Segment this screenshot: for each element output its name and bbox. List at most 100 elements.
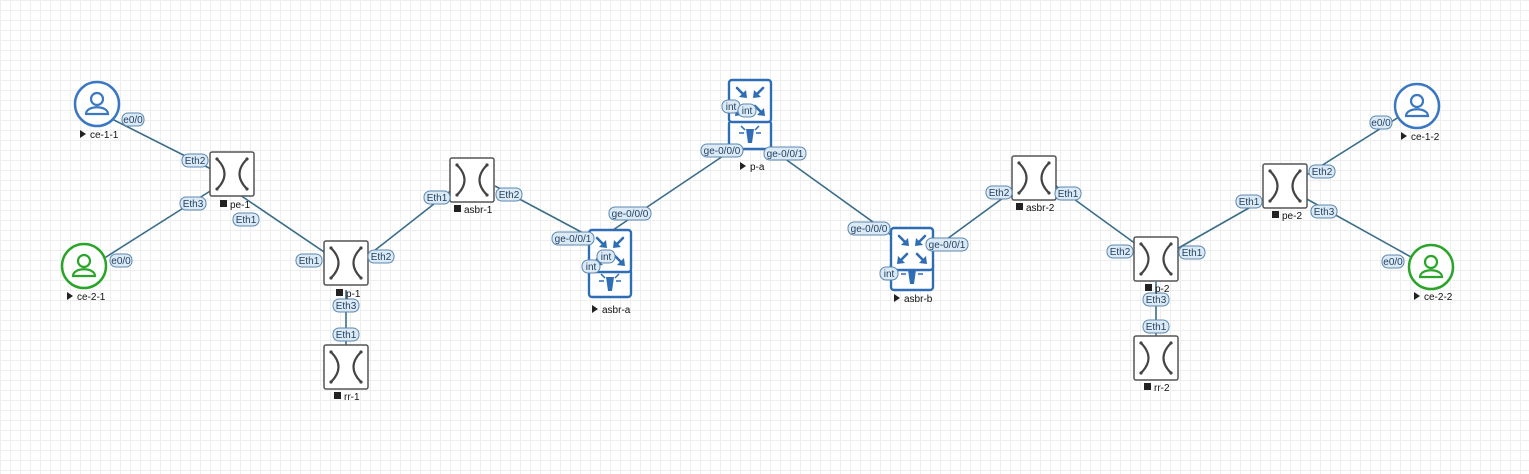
port-badge[interactable]: Eth2 [1308,164,1336,179]
port-badge[interactable]: Eth2 [367,249,395,264]
svg-text:asbr-1: asbr-1 [464,205,493,216]
port-badge[interactable]: int [879,266,899,281]
label-asbr-b[interactable]: asbr-b [894,294,933,305]
user-body-icon [84,106,110,116]
port-badge[interactable]: e0/0 [121,112,145,127]
svg-text:Eth2: Eth2 [371,252,392,263]
port-badge[interactable]: int [737,103,757,118]
svg-text:Eth1: Eth1 [1239,197,1260,208]
svg-text:e0/0: e0/0 [1383,257,1403,268]
running-icon [894,294,900,302]
port-badge[interactable]: Eth1 [1235,194,1263,209]
label-pe-2[interactable]: pe-2 [1272,211,1302,222]
svg-text:Eth3: Eth3 [1314,207,1335,218]
stopped-icon [454,205,461,212]
port-badge[interactable]: Eth2 [1106,244,1134,259]
user-body-icon [71,268,97,278]
stopped-icon [1272,211,1279,218]
label-p-1[interactable]: p-1 [336,289,361,300]
port-badge[interactable]: ge-0/0/0 [847,221,891,236]
running-icon [740,162,746,170]
port-badge[interactable]: ge-0/0/0 [700,143,744,158]
node-asbr-b[interactable] [889,226,935,292]
port-badge[interactable]: Eth3 [1310,204,1338,219]
port-badge[interactable]: Eth1 [295,253,323,268]
node-rr-1[interactable] [322,343,370,391]
label-p-a[interactable]: p-a [740,162,765,173]
port-badge[interactable]: e0/0 [1381,254,1405,269]
port-badge[interactable]: ge-0/0/1 [763,146,807,161]
svg-text:p-a: p-a [750,162,765,173]
user-icon [76,253,92,269]
svg-text:int: int [884,269,895,280]
node-ce-2-2[interactable] [1407,243,1455,291]
label-asbr-a[interactable]: asbr-a [592,305,631,316]
svg-text:e0/0: e0/0 [111,256,131,267]
port-badge[interactable]: ge-0/0/0 [608,206,652,221]
svg-text:rr-1: rr-1 [344,392,360,403]
port-badge[interactable]: Eth1 [232,212,260,227]
label-rr-2[interactable]: rr-2 [1144,383,1170,394]
stopped-icon [1144,383,1151,390]
label-ce-1-2[interactable]: ce-1-2 [1401,132,1440,143]
node-asbr-2[interactable] [1010,154,1058,202]
svg-text:ge-0/0/0: ge-0/0/0 [704,146,741,157]
label-rr-1[interactable]: rr-1 [334,392,360,403]
link-pe-1-p-1[interactable] [239,194,331,257]
port-badge[interactable]: e0/0 [1369,115,1393,130]
svg-text:ce-1-1: ce-1-1 [90,130,119,141]
port-badge[interactable]: Eth1 [332,327,360,342]
node-pe-2[interactable] [1261,162,1309,210]
port-badge[interactable]: ge-0/0/1 [551,231,595,246]
running-icon [1401,132,1407,140]
port-badge[interactable]: Eth3 [1142,292,1170,307]
svg-text:Eth2: Eth2 [989,188,1010,199]
stopped-icon [336,289,343,296]
svg-text:asbr-a: asbr-a [602,305,631,316]
port-badge[interactable]: int [596,249,616,264]
port-badge[interactable]: Eth2 [181,153,209,168]
label-p-2[interactable]: p-2 [1145,284,1170,295]
svg-text:Eth2: Eth2 [499,190,520,201]
svg-text:Eth2: Eth2 [185,156,206,167]
node-asbr-1[interactable] [448,156,496,204]
svg-text:Eth2: Eth2 [1110,247,1131,258]
port-badge[interactable]: Eth1 [1054,186,1082,201]
stopped-icon [1016,203,1023,210]
label-ce-2-1[interactable]: ce-2-1 [67,292,106,303]
port-badge[interactable]: Eth3 [179,196,207,211]
node-rr-2[interactable] [1132,334,1180,382]
port-badge[interactable]: int [581,259,601,274]
port-badge[interactable]: Eth2 [495,187,523,202]
running-icon [1414,292,1420,300]
port-badge[interactable]: Eth1 [423,190,451,205]
port-badge[interactable]: ge-0/0/1 [925,237,969,252]
svg-text:int: int [586,262,597,273]
label-ce-1-1[interactable]: ce-1-1 [80,130,119,141]
node-ce-1-1[interactable] [73,80,121,128]
node-ce-1-2[interactable] [1393,82,1441,130]
svg-text:Eth2: Eth2 [1312,167,1333,178]
label-asbr-2[interactable]: asbr-2 [1016,203,1055,214]
label-asbr-1[interactable]: asbr-1 [454,205,493,216]
port-badge[interactable]: int [721,99,741,114]
port-badge[interactable]: Eth1 [1142,319,1170,334]
port-badge[interactable]: e0/0 [109,253,133,268]
port-badge[interactable]: Eth1 [1178,245,1206,260]
label-ce-2-2[interactable]: ce-2-2 [1414,292,1453,303]
svg-text:pe-2: pe-2 [1282,211,1302,222]
port-badge[interactable]: Eth2 [985,185,1013,200]
svg-text:Eth3: Eth3 [183,199,204,210]
internal-ports: int int int int int [581,99,899,281]
node-ce-2-1[interactable] [60,242,108,290]
node-p-2[interactable] [1132,235,1180,283]
svg-text:p-2: p-2 [1155,284,1170,295]
node-pe-1[interactable] [208,150,256,198]
node-p-1[interactable] [322,239,370,287]
switch-icon [1132,235,1180,283]
port-badge[interactable]: Eth3 [332,298,360,313]
label-pe-1[interactable]: pe-1 [220,200,250,211]
svg-text:asbr-b: asbr-b [904,294,933,305]
svg-text:Eth1: Eth1 [427,193,448,204]
svg-text:ce-2-2: ce-2-2 [1424,292,1453,303]
